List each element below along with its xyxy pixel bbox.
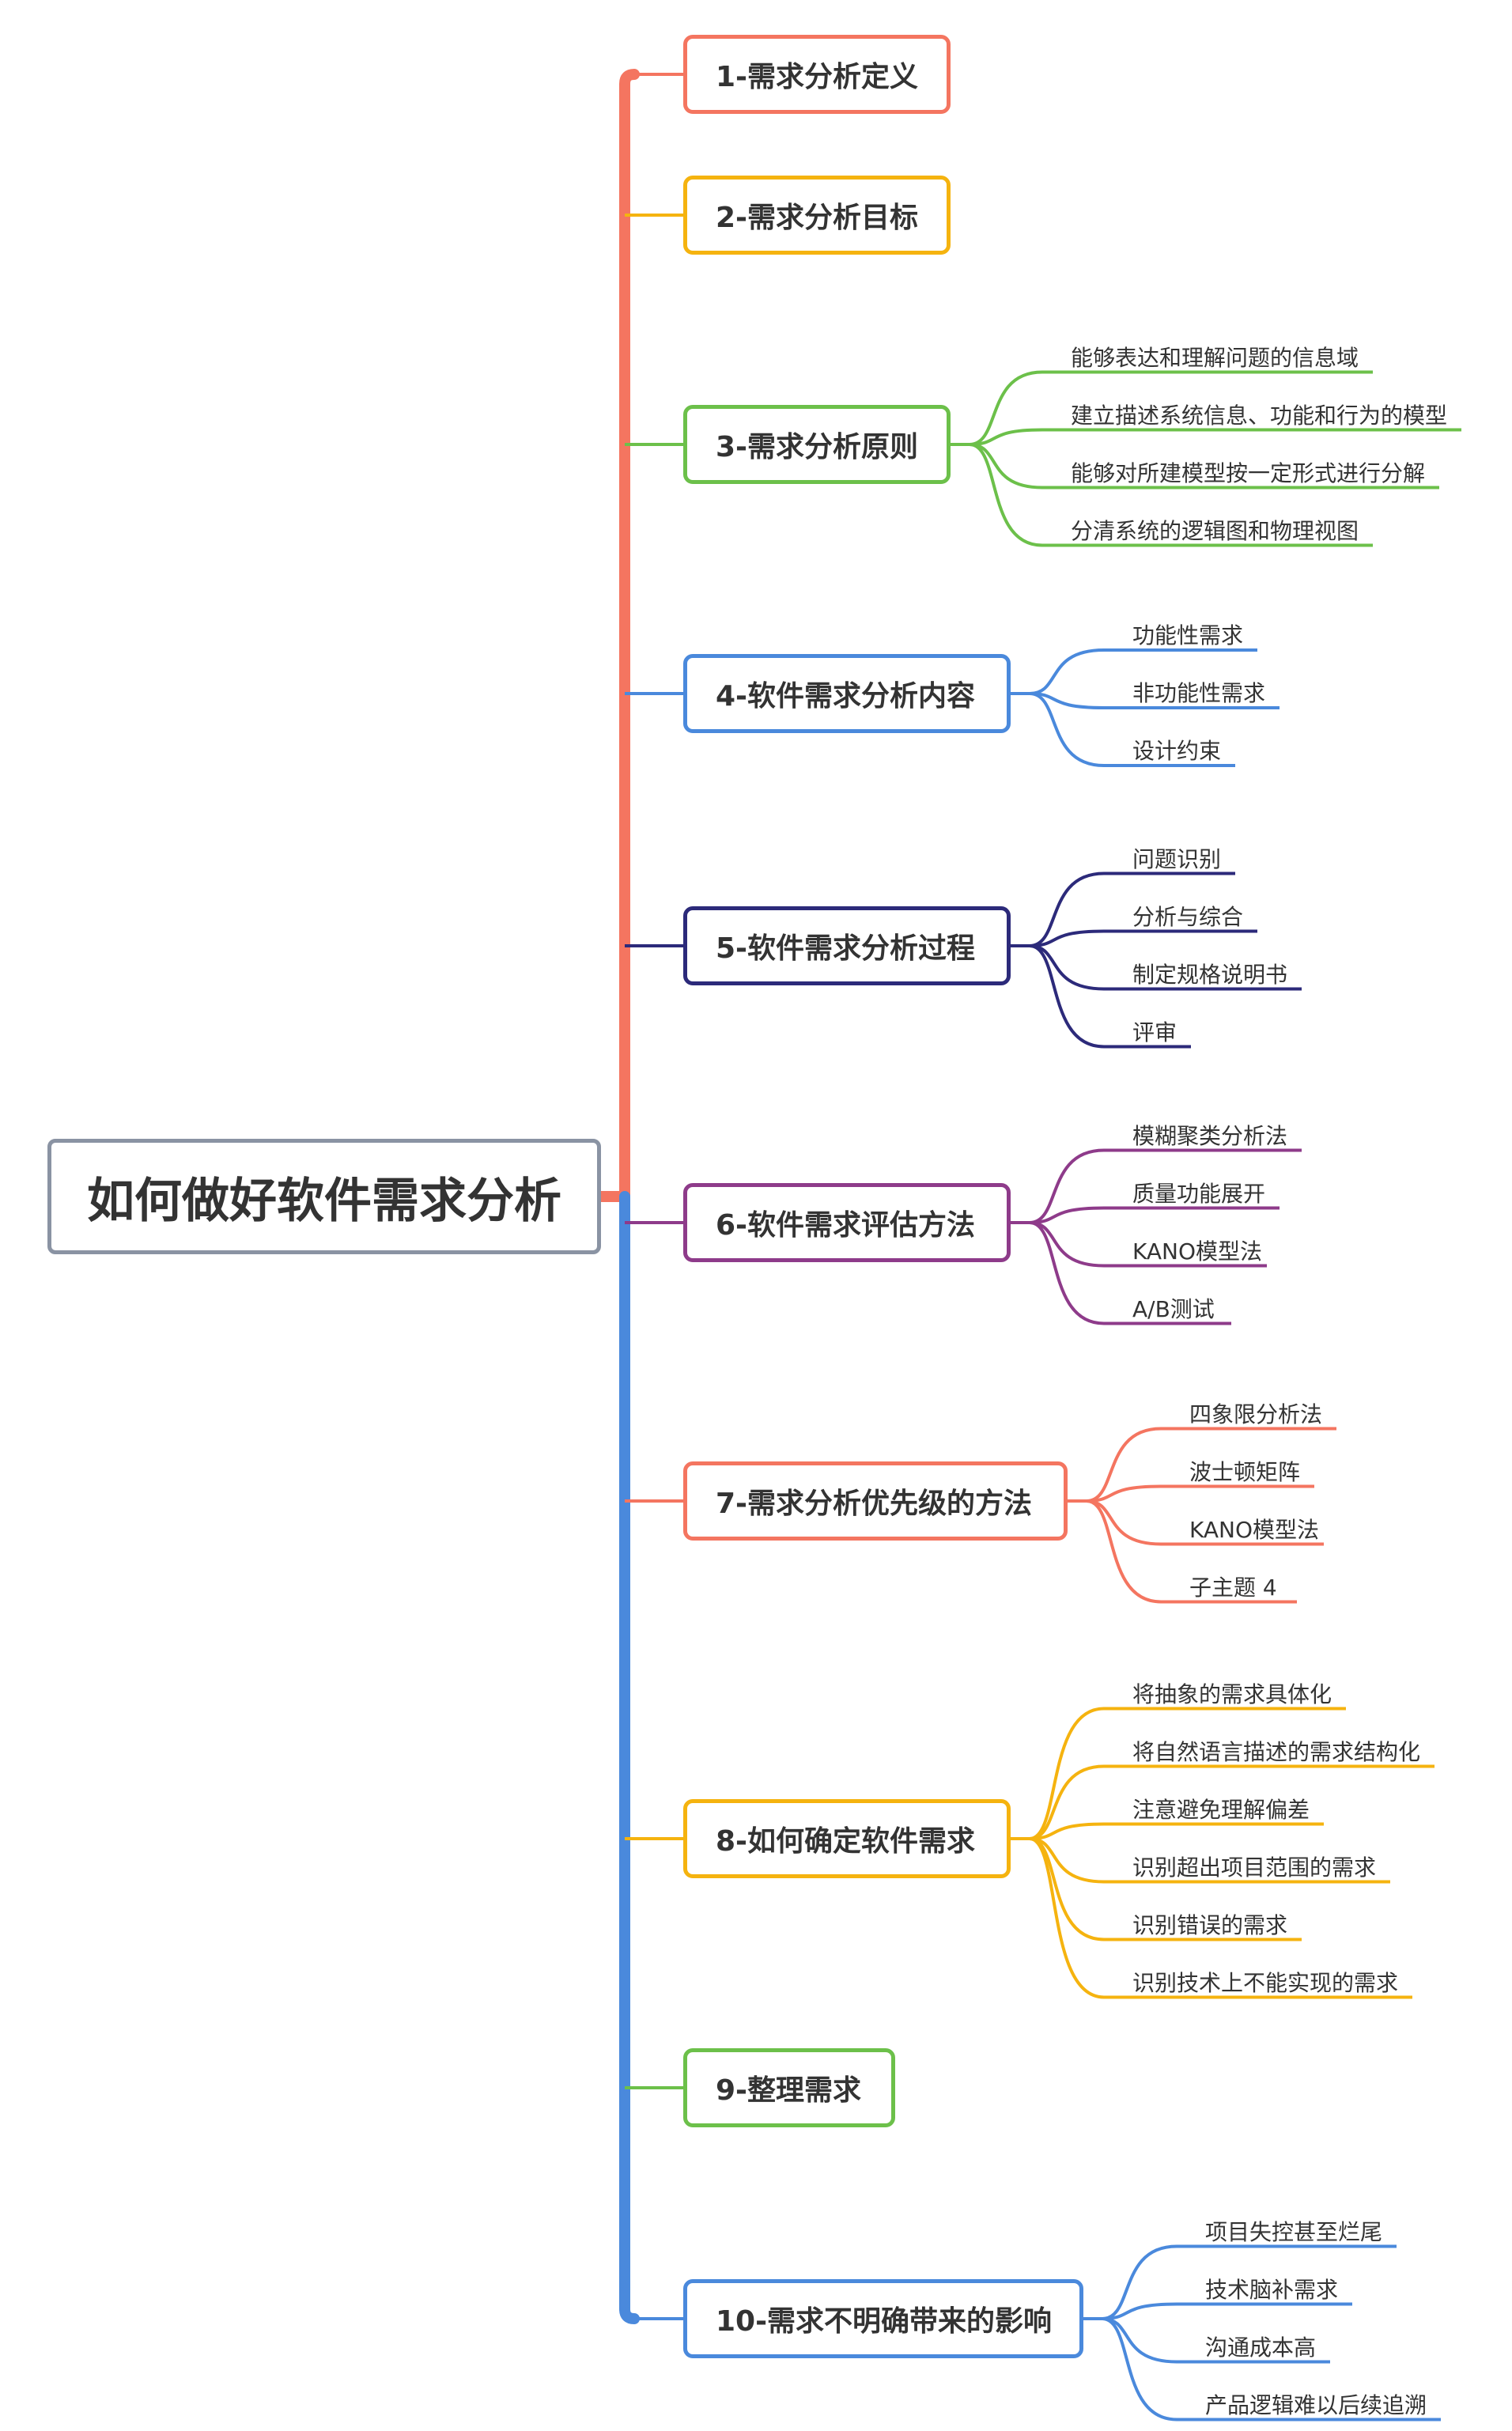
subtopic-3-2-line (969, 428, 1461, 446)
topic-2[interactable]: 2-需求分析目标 (683, 176, 951, 255)
subtopic-8-1-line (1029, 1707, 1346, 1840)
subtopic-6-3[interactable]: KANO模型法 (1132, 1238, 1263, 1265)
subtopic-10-3[interactable]: 沟通成本高 (1205, 2334, 1317, 2361)
subtopic-6-4-line (1029, 1221, 1231, 1325)
subtopic-4-2[interactable]: 非功能性需求 (1132, 680, 1266, 706)
subtopic-3-3-line (969, 443, 1439, 490)
subtopic-4-3[interactable]: 设计约束 (1132, 738, 1222, 764)
subtopic-5-3-line (1029, 944, 1302, 991)
subtopic-6-2-line (1029, 1206, 1280, 1224)
subtopic-8-2[interactable]: 将自然语言描述的需求结构化 (1132, 1738, 1421, 1765)
subtopic-3-1[interactable]: 能够表达和理解问题的信息域 (1071, 344, 1359, 371)
subtopic-5-2-line (1029, 929, 1257, 947)
topic-4[interactable]: 4-软件需求分析内容 (683, 654, 1011, 733)
subtopic-5-4[interactable]: 评审 (1132, 1019, 1177, 1045)
topic-9[interactable]: 9-整理需求 (683, 2048, 895, 2127)
subtopic-10-4[interactable]: 产品逻辑难以后续追溯 (1205, 2391, 1427, 2418)
subtopic-5-3[interactable]: 制定规格说明书 (1132, 961, 1288, 988)
subtopic-3-3[interactable]: 能够对所建模型按一定形式进行分解 (1071, 459, 1426, 486)
subtopic-6-1[interactable]: 模糊聚类分析法 (1132, 1122, 1288, 1149)
subtopic-5-1-line (1029, 871, 1235, 947)
subtopic-7-4[interactable]: 子主题 4 (1189, 1574, 1277, 1601)
topic-1[interactable]: 1-需求分析定义 (683, 35, 951, 114)
trunk-lower (619, 1191, 640, 2324)
subtopic-7-4-line (1086, 1499, 1297, 1604)
subtopic-10-3-line (1102, 2317, 1330, 2364)
topic-6[interactable]: 6-软件需求评估方法 (683, 1183, 1011, 1262)
topic-3[interactable]: 3-需求分析原则 (683, 405, 951, 484)
trunk-upper (619, 69, 640, 1202)
subtopic-3-2[interactable]: 建立描述系统信息、功能和行为的模型 (1071, 402, 1448, 429)
subtopic-8-3[interactable]: 注意避免理解偏差 (1132, 1796, 1310, 1823)
subtopic-8-6-line (1029, 1837, 1412, 1999)
subtopic-7-3-line (1086, 1499, 1324, 1546)
subtopic-7-2[interactable]: 波士顿矩阵 (1189, 1458, 1301, 1485)
topic-7[interactable]: 7-需求分析优先级的方法 (683, 1461, 1068, 1541)
subtopic-10-2-line (1102, 2302, 1352, 2320)
subtopic-5-1[interactable]: 问题识别 (1132, 845, 1222, 872)
subtopic-6-3-line (1029, 1221, 1267, 1268)
subtopic-3-4[interactable]: 分清系统的逻辑图和物理视图 (1071, 517, 1359, 544)
subtopic-8-2-line (1029, 1764, 1435, 1840)
topic-5[interactable]: 5-软件需求分析过程 (683, 906, 1011, 985)
subtopic-6-4[interactable]: A/B测试 (1132, 1295, 1215, 1322)
subtopic-10-1-line (1102, 2244, 1397, 2320)
subtopic-7-2-line (1086, 1484, 1314, 1503)
subtopic-8-4[interactable]: 识别超出项目范围的需求 (1132, 1854, 1377, 1881)
subtopic-4-2-line (1029, 692, 1280, 709)
subtopic-6-1-line (1029, 1148, 1302, 1224)
subtopic-10-2[interactable]: 技术脑补需求 (1205, 2276, 1339, 2303)
subtopic-8-4-line (1029, 1837, 1390, 1884)
subtopic-7-1-line (1086, 1427, 1336, 1503)
topic-10[interactable]: 10-需求不明确带来的影响 (683, 2279, 1083, 2358)
subtopic-4-1-line (1029, 648, 1257, 695)
root-topic[interactable]: 如何做好软件需求分析 (47, 1139, 601, 1254)
subtopic-8-5[interactable]: 识别错误的需求 (1132, 1911, 1288, 1938)
subtopic-7-3[interactable]: KANO模型法 (1189, 1516, 1320, 1543)
subtopic-4-1[interactable]: 功能性需求 (1132, 622, 1244, 648)
subtopic-7-1[interactable]: 四象限分析法 (1189, 1401, 1323, 1427)
subtopic-3-4-line (969, 443, 1373, 547)
subtopic-8-1[interactable]: 将抽象的需求具体化 (1132, 1681, 1332, 1707)
subtopic-3-1-line (969, 370, 1373, 446)
subtopic-6-2[interactable]: 质量功能展开 (1132, 1180, 1266, 1207)
subtopic-10-4-line (1102, 2317, 1441, 2422)
topic-8[interactable]: 8-如何确定软件需求 (683, 1799, 1011, 1878)
subtopic-5-2[interactable]: 分析与综合 (1132, 903, 1244, 930)
subtopic-5-4-line (1029, 944, 1191, 1049)
subtopic-8-3-line (1029, 1822, 1324, 1840)
subtopic-8-6[interactable]: 识别技术上不能实现的需求 (1132, 1969, 1399, 1996)
subtopic-4-3-line (1029, 692, 1235, 767)
subtopic-10-1[interactable]: 项目失控甚至烂尾 (1205, 2218, 1383, 2245)
